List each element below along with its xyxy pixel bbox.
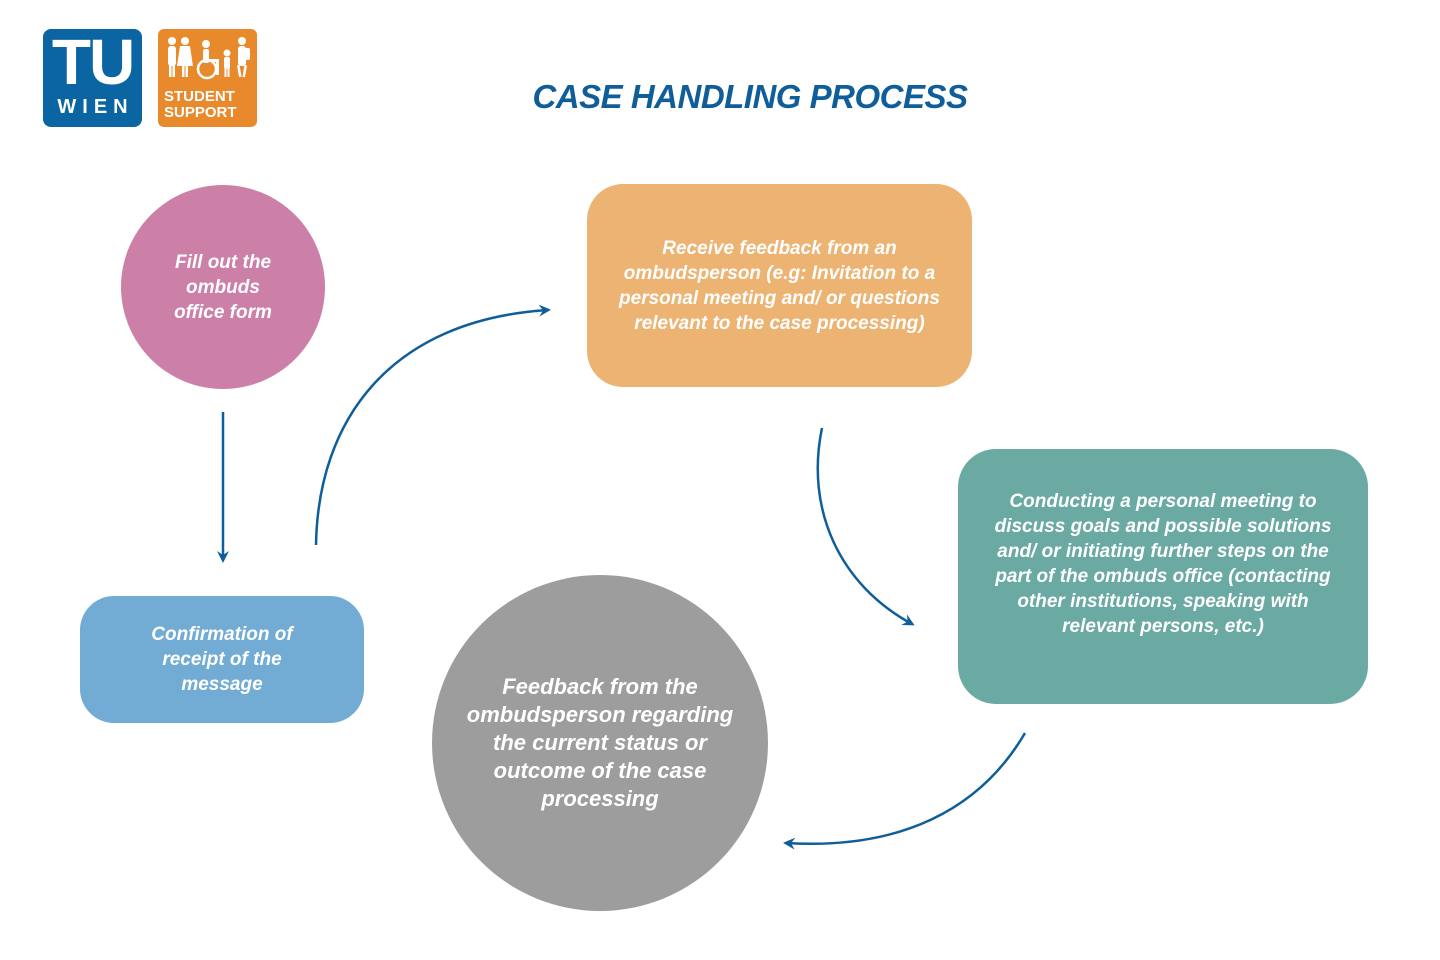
student-support-line2: SUPPORT	[164, 104, 237, 121]
student-support-label: STUDENT SUPPORT	[164, 89, 237, 121]
wien-logo-text: WIEN	[57, 96, 134, 118]
step-receive-feedback: Receive feedback from an ombudsperson (e…	[587, 184, 972, 387]
page-title: CASE HANDLING PROCESS	[532, 78, 968, 115]
student-support-line1: STUDENT	[164, 88, 235, 105]
people-icon	[168, 37, 250, 80]
step-personal-meeting-text: Conducting a personal meeting to discuss…	[994, 491, 1332, 637]
arrow-confirmation-to-feedback	[314, 304, 551, 546]
step-feedback-status-text: Feedback from the ombudsperson regarding…	[466, 674, 734, 811]
step-confirmation-text: Confirmation of receipt of the message	[151, 624, 293, 695]
step-feedback-status: Feedback from the ombudsperson regarding…	[432, 575, 768, 911]
step-fill-form-text: Fill out the ombuds office form	[174, 251, 272, 323]
step-confirmation: Confirmation of receipt of the message	[80, 596, 364, 723]
step-receive-feedback-text: Receive feedback from an ombudsperson (e…	[619, 237, 940, 334]
arrow-feedback-to-meeting	[816, 427, 915, 626]
student-support-logo: STUDENT SUPPORT	[158, 29, 257, 127]
tu-logo-text: TU	[51, 26, 135, 98]
tu-wien-logo: TU WIEN	[43, 26, 142, 127]
step-personal-meeting: Conducting a personal meeting to discuss…	[958, 449, 1368, 704]
step-fill-form: Fill out the ombuds office form	[121, 185, 325, 389]
arrow-meeting-to-status	[783, 732, 1027, 850]
